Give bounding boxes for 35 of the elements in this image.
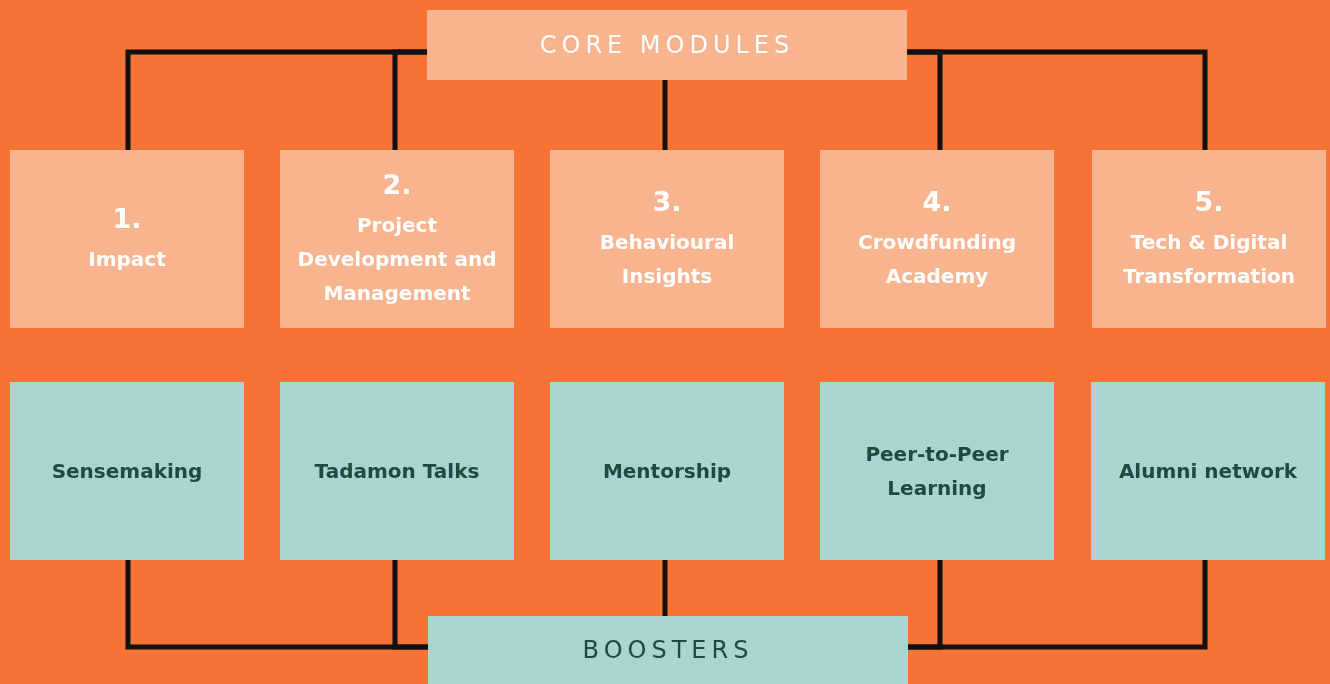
booster-label: Mentorship [602, 458, 732, 485]
module-label: Tech & Digital Transformation [1122, 228, 1296, 290]
module-number: 4. [922, 185, 952, 217]
booster-box [550, 382, 784, 560]
booster-box [280, 382, 514, 560]
module-label: Project Development and Management [296, 211, 498, 307]
module-number: 2. [382, 168, 412, 200]
module-number: 3. [652, 185, 682, 217]
module-box [820, 150, 1054, 328]
connector-line [907, 49, 1208, 150]
header-box [427, 10, 907, 80]
header-text: CORE MODULES [539, 31, 795, 59]
module-box [280, 150, 514, 328]
booster-label: Alumni network [1118, 458, 1298, 485]
module-box [550, 150, 784, 328]
booster-label: Sensemaking [51, 458, 203, 485]
module-label: Impact [88, 245, 166, 273]
booster-box [1091, 382, 1325, 560]
module-box [10, 150, 244, 328]
module-box [1092, 150, 1326, 328]
connector-line [392, 49, 427, 150]
module-number: 5. [1194, 185, 1224, 217]
header-box [428, 616, 908, 684]
module-label: Behavioural Insights [598, 228, 736, 290]
connector-line [908, 560, 1208, 650]
connector-line [662, 80, 668, 150]
connector-line [662, 560, 668, 616]
booster-box [820, 382, 1054, 560]
booster-label: Tadamon Talks [314, 458, 480, 485]
module-label: Crowdfunding Academy [857, 228, 1017, 290]
connector-line [392, 560, 428, 650]
module-number: 1. [112, 202, 142, 234]
header-text: BOOSTERS [582, 636, 754, 664]
booster-box [10, 382, 244, 560]
booster-label: Peer-to-Peer Learning [864, 441, 1010, 502]
